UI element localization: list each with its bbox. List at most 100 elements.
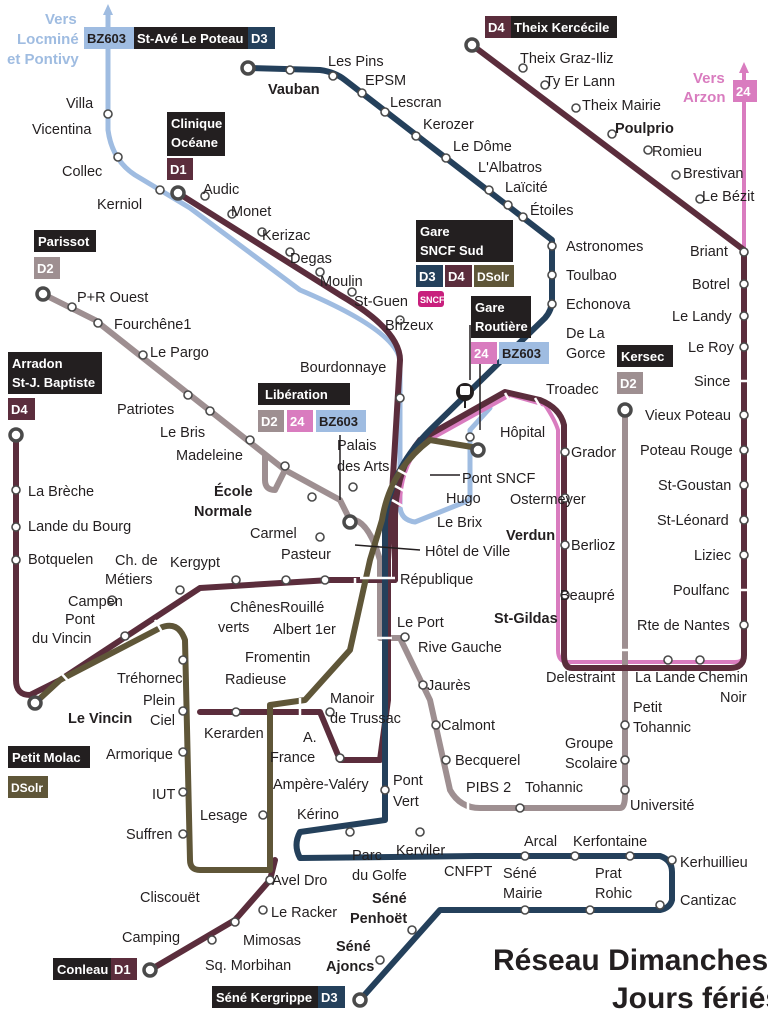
stop-label-briant: Briant [690,244,728,260]
terminus-markers[interactable] [8,37,633,1008]
line-24-label: 24 [290,414,305,429]
stop-label-groupe: Groupe [565,736,613,752]
stop-label-manoir: Manoir [330,691,374,707]
stop-label-le-dome: Le Dôme [453,139,512,155]
stop-label-sene: Séné [503,866,537,882]
stop-labels: Villa Vicentina Collec Kerniol Vauban Le… [28,51,754,975]
stop-label-becquerel: Becquerel [455,753,520,769]
bz603-badge [316,410,366,432]
d3-badge [248,27,275,49]
dsolr-badge [8,776,48,798]
stop-label-fourchene1: Fourchêne1 [114,317,191,333]
arrow-up-icon [103,4,113,15]
conleau-label: Conleau [57,962,108,977]
arrow-up-icon [739,62,749,73]
sene-kergrippe-badge [212,986,318,1008]
stop-label-le-pargo: Le Pargo [150,345,209,361]
stop-label-since: Since [694,374,730,390]
stop-label-trehornec: Tréhornec [117,671,183,687]
stop-label-le-vincin: Le Vincin [68,711,132,727]
stop-label-suffren: Suffren [126,827,173,843]
stop-label-sq-morbihan: Sq. Morbihan [205,958,291,974]
stop-label-le-brix: Le Brix [437,515,483,531]
route-d2-east[interactable] [352,407,628,811]
route-dsolr[interactable] [32,437,481,873]
stop-label-pont-vert-1: Pont [393,773,423,789]
stop-label-astronomes: Astronomes [566,239,643,255]
stop-label-armorique: Armorique [106,747,173,763]
connector [354,544,421,551]
kersec-label: Kersec [621,349,664,364]
d2-badge-label: D2 [37,261,54,276]
d2-badge [617,372,643,394]
map-title: Réseau Dimanches & [493,944,768,977]
stop-label-pont-sncf: Pont SNCF [462,471,535,487]
kersec-badge [617,345,673,367]
stop-label-st-goustan: St-Goustan [658,478,731,494]
route-d1[interactable] [175,190,403,763]
d1-badge [111,958,137,980]
route-d3[interactable] [245,65,675,1003]
stop-label-cnfpt: CNFPT [444,864,492,880]
stop-label-ecole: École [214,483,253,500]
stop-label-le-racker: Le Racker [271,905,337,921]
stop-label-madeleine: Madeleine [176,448,243,464]
stop-label-kergypt: Kergypt [170,555,220,571]
line-24-label: 24 [474,346,489,361]
stop-label-collec: Collec [62,164,102,180]
stop-label-republique: République [400,572,473,588]
stop-markers[interactable] [11,63,749,965]
st-j-baptiste-label: St-J. Baptiste [12,375,95,390]
stop-label-sene-penhoet-2: Penhoët [350,911,407,927]
stop-label-le-port: Le Port [397,615,444,631]
d4-badge-label: D4 [448,269,465,284]
stop-label-le-bris: Le Bris [160,425,205,441]
stop-label-botrel: Botrel [692,277,730,293]
stop-label-campen: Campen [68,594,123,610]
stop-label-bourdonnaye: Bourdonnaye [300,360,386,376]
oceane-label: Océane [171,135,218,150]
stop-label-noir: Noir [720,690,747,706]
stop-label-st-leonard: St-Léonard [657,513,729,529]
vers-label: Vers [45,11,77,28]
stop-label-france: France [270,750,315,766]
stop-label-scolaire: Scolaire [565,756,617,772]
d3-badge-label: D3 [251,31,268,46]
bz603-badge [84,27,134,49]
stop-label-la-lande: La Lande [635,670,695,686]
route-d4-west[interactable] [13,432,398,698]
stop-label-a: A. [303,730,317,746]
stop-label-lescran: Lescran [390,95,442,111]
d2-badge [34,257,60,279]
stop-label-lande-du-bourg: Lande du Bourg [28,519,131,535]
stop-label-grador: Grador [571,445,616,461]
stop-label-palais: Palais [337,438,377,454]
sncf-sud-label: SNCF Sud [420,243,484,258]
stop-label-kerozer: Kerozer [423,117,474,133]
stop-label-troadec: Troadec [546,382,599,398]
stop-label-degas: Degas [290,251,332,267]
stop-label-les-pins: Les Pins [328,54,384,70]
d2-badge-label: D2 [261,414,278,429]
route-d1-south[interactable] [147,857,278,973]
stop-separators [59,379,750,835]
stop-label-carmel: Carmel [250,526,297,542]
stop-label-du-vincin: du Vincin [32,631,91,647]
line-24-badge [471,342,497,364]
parissot-badge [34,230,96,252]
stop-label-ty-er-lann: Ty Er Lann [545,74,615,90]
pontivy-label: et Pontivy [7,51,79,68]
d4-badge-label: D4 [488,20,505,35]
line-24-badge [733,80,757,102]
stop-label-delestraint: Delestraint [546,670,615,686]
stop-label-vauban: Vauban [268,82,320,98]
stop-label-hotel-de-ville: Hôtel de Ville [425,544,510,560]
stop-label-normale: Normale [194,504,252,520]
route-d2-loop[interactable] [262,452,288,493]
bus-station-icon [456,383,474,408]
stop-label-metiers: Métiers [105,572,153,588]
stop-label-de-la: De La [566,326,606,342]
stop-label-p-r-ouest: P+R Ouest [77,290,148,306]
stop-label-arcal: Arcal [524,834,557,850]
